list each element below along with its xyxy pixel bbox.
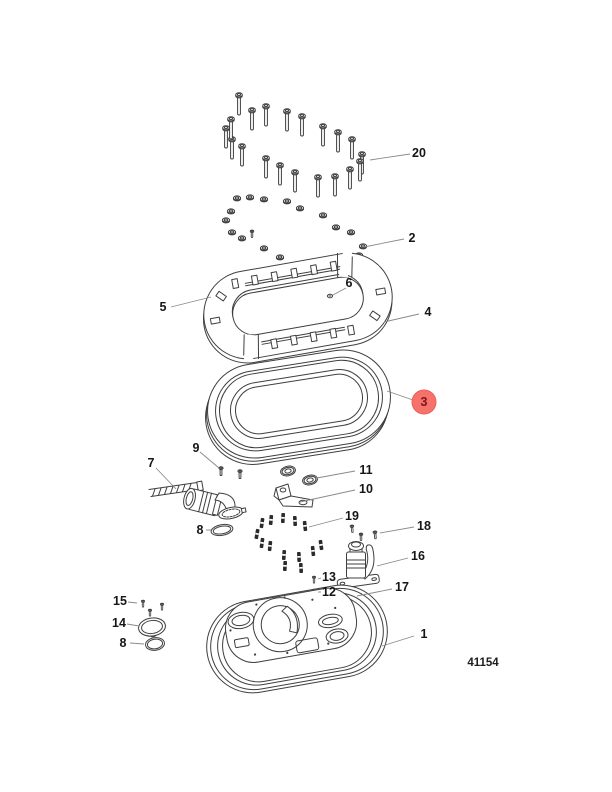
callout-number: 7 — [148, 456, 155, 470]
callout-7[interactable]: 7 — [148, 456, 177, 490]
callout-number: 18 — [417, 519, 431, 533]
part-screws-9 — [218, 466, 243, 479]
part-pin-6 — [326, 293, 334, 299]
callout-14[interactable]: 14 — [112, 616, 140, 630]
callout-leader-line — [383, 313, 420, 323]
callout-number: 2 — [409, 231, 416, 245]
callout-19[interactable]: 19 — [308, 509, 359, 528]
callout-number: 14 — [112, 616, 126, 630]
callout-6[interactable]: 6 — [332, 276, 353, 296]
callout-leader-line — [308, 517, 344, 528]
callout-number: 20 — [412, 146, 426, 160]
callout-number: 5 — [160, 300, 167, 314]
callout-2[interactable]: 2 — [363, 231, 416, 248]
callout-9[interactable]: 9 — [193, 441, 220, 469]
callout-leader-line — [129, 642, 145, 645]
callout-number: 1 — [421, 627, 428, 641]
callout-number: 10 — [359, 482, 373, 496]
callout-leader-line — [386, 390, 414, 401]
callout-number: 19 — [345, 509, 359, 523]
callout-leader-line — [155, 467, 177, 490]
callout-leader-line — [379, 526, 415, 534]
part-retainer-ring-5-4 — [202, 250, 393, 364]
part-studs-19 — [254, 512, 324, 574]
callout-leader-line — [317, 577, 322, 580]
callout-5[interactable]: 5 — [160, 296, 212, 314]
callout-16[interactable]: 16 — [376, 549, 425, 567]
part-oring-8-bottom — [145, 637, 165, 651]
part-bracket-10 — [273, 483, 314, 508]
callout-3[interactable]: 3 — [386, 389, 437, 415]
callout-leader-line — [363, 238, 405, 248]
callout-number: 8 — [120, 636, 127, 650]
callout-leader-line — [381, 635, 415, 647]
callout-12[interactable]: 12 — [318, 585, 336, 599]
callout-number: 8 — [197, 523, 204, 537]
callout-number: 13 — [322, 570, 336, 584]
callout-10[interactable]: 10 — [299, 482, 373, 503]
part-pump-16 — [336, 541, 380, 589]
part-screws-15 — [140, 599, 165, 617]
callout-leader-line — [170, 296, 212, 308]
callout-1[interactable]: 1 — [381, 627, 428, 647]
part-screw-13 — [311, 575, 317, 584]
callout-leader-line — [126, 623, 140, 627]
part-base-plate-1 — [206, 584, 388, 694]
part-oring-8-middle — [210, 523, 234, 537]
callout-8[interactable]: 8 — [120, 636, 145, 650]
part-cap-14 — [138, 617, 166, 638]
callout-number: 17 — [395, 580, 409, 594]
callout-number: 3 — [421, 395, 428, 409]
drawing-number: 41154 — [467, 657, 499, 669]
callout-leader-line — [332, 287, 347, 296]
part-screws-18 — [349, 524, 378, 541]
callout-8[interactable]: 8 — [197, 523, 211, 537]
callout-17[interactable]: 17 — [356, 580, 409, 597]
callout-15[interactable]: 15 — [113, 594, 138, 608]
callout-leader-line — [127, 601, 138, 604]
part-screws-20 — [222, 92, 366, 198]
part-seal-3 — [205, 349, 391, 465]
callout-leader-line — [316, 470, 356, 479]
callout-13[interactable]: 13 — [317, 570, 336, 584]
callout-number: 9 — [193, 441, 200, 455]
callout-20[interactable]: 20 — [369, 146, 426, 161]
callout-leader-line — [369, 153, 411, 161]
callout-18[interactable]: 18 — [379, 519, 431, 534]
callout-number: 6 — [346, 276, 353, 290]
callout-leader-line — [299, 489, 356, 503]
callout-leader-line — [356, 588, 393, 597]
callout-highlight-circle — [411, 389, 437, 415]
callout-number: 12 — [322, 585, 336, 599]
callout-11[interactable]: 11 — [316, 463, 373, 479]
callout-number: 15 — [113, 594, 127, 608]
callout-number: 16 — [411, 549, 425, 563]
part-elbow-fitting-7 — [148, 480, 247, 520]
callout-4[interactable]: 4 — [383, 305, 432, 323]
callout-leader-line — [199, 451, 220, 469]
callout-leader-line — [376, 557, 409, 567]
callout-number: 4 — [425, 305, 432, 319]
part-locknuts-11 — [280, 465, 318, 486]
callout-number: 11 — [359, 463, 372, 477]
